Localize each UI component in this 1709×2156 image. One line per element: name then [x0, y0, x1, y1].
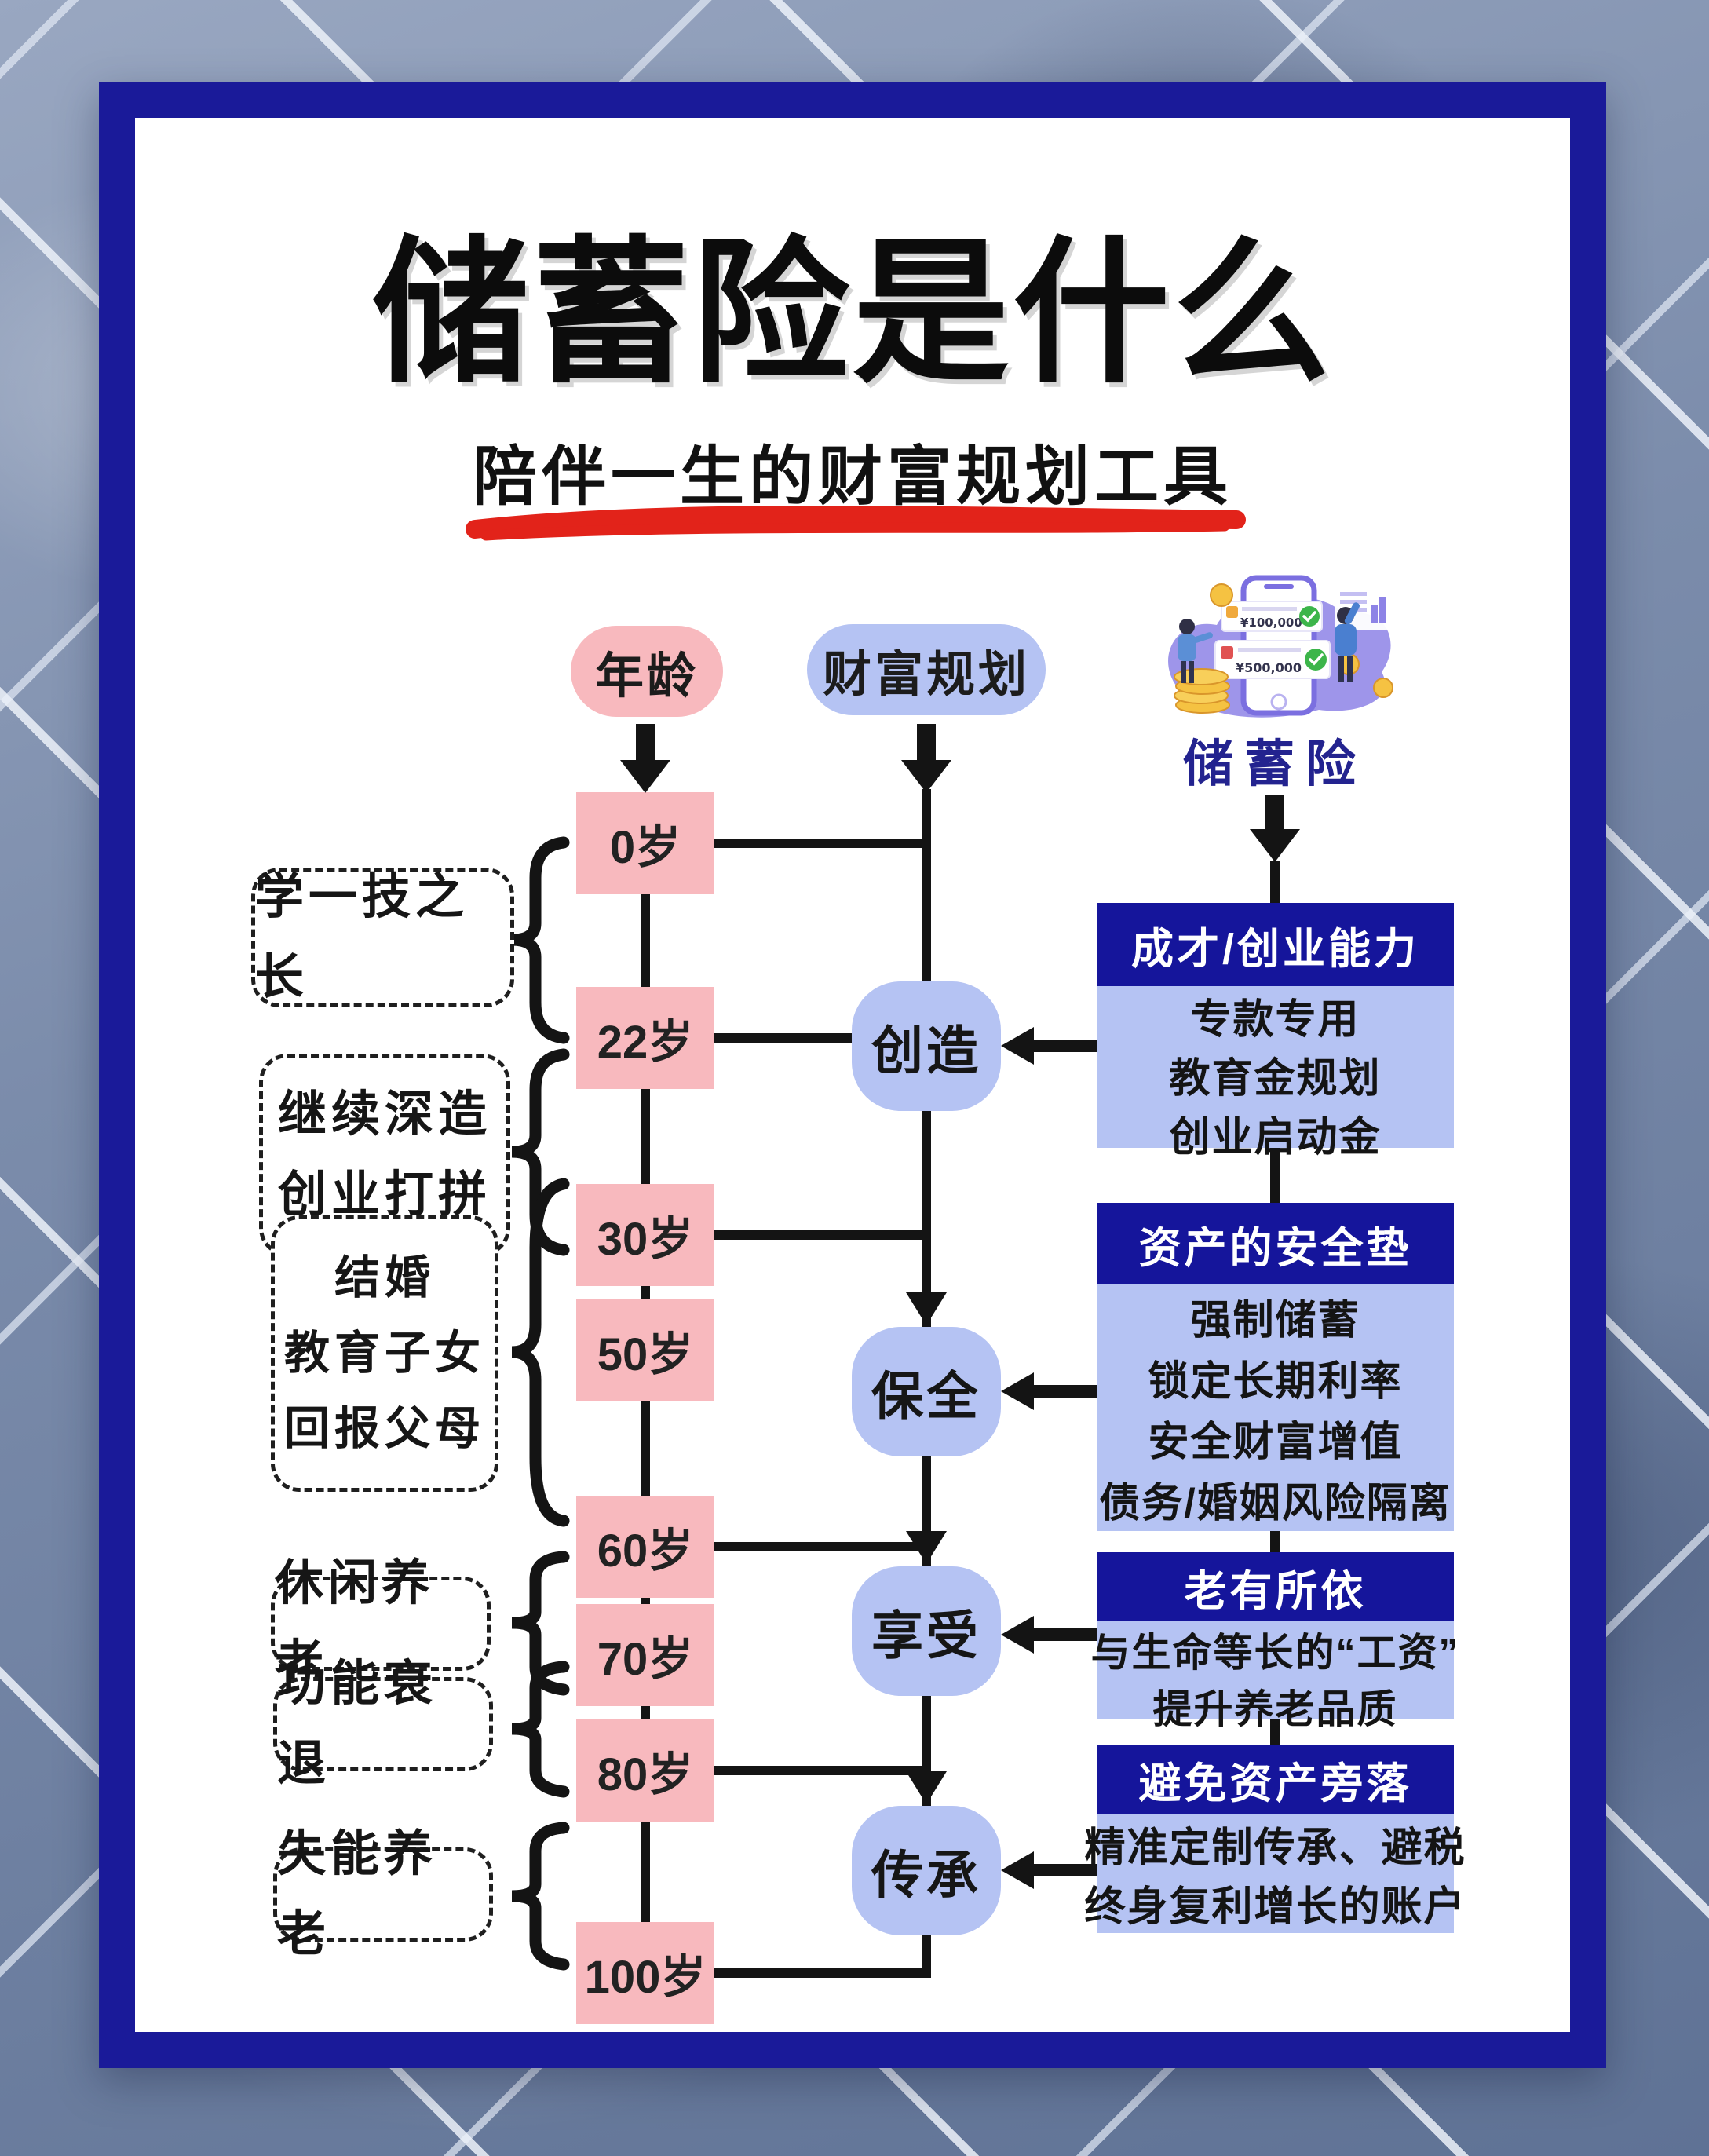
phase-label: 创造 [871, 1021, 981, 1080]
benefit-line: 终身复利增长的账户 [1084, 1884, 1466, 1931]
connector-0 [713, 839, 923, 848]
age-box-label: 30岁 [597, 1214, 694, 1265]
stage-label-decline: 功能衰退 [273, 1657, 493, 1791]
coin [1373, 678, 1393, 698]
product-to-box-line [1270, 861, 1280, 904]
age-box-label: 22岁 [597, 1017, 694, 1068]
stage-label-family: 结婚 教育子女 回报父母 [271, 1215, 498, 1492]
benefit-body: 与生命等长的“工资” 提升养老品质 [1091, 1621, 1459, 1731]
connector-60 [713, 1542, 923, 1551]
wealth-arrow-icon [901, 724, 951, 793]
age-box-label: 70岁 [597, 1634, 694, 1685]
benefit-box-inheritance: 避免资产旁落 精准定制传承、避税 终身复利增长的账户 [1085, 1745, 1465, 1933]
benefit-arrow-2 [1001, 1372, 1097, 1410]
brace-icon [511, 1661, 570, 1798]
benefit-connector-1 [1270, 1148, 1280, 1204]
brace-icon [511, 1822, 570, 1971]
benefit-body: 专款专用 教育金规划 创业启动金 [1097, 986, 1454, 1160]
page-subtitle: 陪伴一生的财富规划工具 [472, 441, 1232, 513]
benefit-line: 强制储蓄 [1190, 1297, 1360, 1343]
benefit-arrow-1 [1001, 1027, 1097, 1065]
flow-arrowhead-2 [906, 1531, 947, 1564]
coins-stack [1174, 668, 1230, 714]
stage-label-line: 学一技之长 [255, 869, 469, 1004]
flow-arrowhead-3 [906, 1771, 947, 1804]
stage-label-skill: 学一技之长 [251, 868, 514, 1007]
benefit-line: 创业启动金 [1169, 1115, 1382, 1160]
stage-label-line: 失能养老 [277, 1826, 438, 1961]
benefit-box-safety: 资产的安全垫 强制储蓄 锁定长期利率 安全财富增值 债务/婚姻风险隔离 [1097, 1203, 1454, 1531]
benefit-title: 老有所依 [1097, 1552, 1454, 1621]
age-box-label: 80岁 [597, 1749, 694, 1800]
benefit-arrow-4 [1001, 1851, 1097, 1889]
stage-label-line: 回报父母 [283, 1402, 485, 1454]
connector-22 [713, 1033, 854, 1043]
age-arrow-icon [620, 724, 670, 793]
age-box-60: 60岁 [576, 1496, 714, 1598]
connector-80 [713, 1766, 923, 1775]
product-label: 储蓄险 [1183, 736, 1367, 792]
benefit-body: 强制储蓄 锁定长期利率 安全财富增值 债务/婚姻风险隔离 [1097, 1284, 1454, 1531]
age-box-50: 50岁 [576, 1299, 714, 1401]
wealth-plan-pill: 财富规划 [807, 624, 1046, 715]
benefit-title: 成才/创业能力 [1097, 903, 1454, 986]
age-box-0: 0岁 [576, 792, 714, 894]
benefit-line: 提升养老品质 [1152, 1687, 1398, 1731]
phase-bubble-inherit: 传承 [852, 1806, 1001, 1935]
svg-text:¥500,000: ¥500,000 [1236, 660, 1302, 675]
phase-bubble-enjoy: 享受 [852, 1566, 1001, 1696]
phase-label: 保全 [871, 1366, 981, 1425]
flow-arrowhead-1 [906, 1292, 947, 1325]
age-box-100: 100岁 [576, 1922, 714, 2024]
benefit-line: 专款专用 [1190, 997, 1360, 1043]
stage-label-line: 继续深造 [277, 1087, 491, 1142]
benefit-connector-3 [1270, 1718, 1280, 1745]
age-box-label: 0岁 [609, 822, 681, 873]
connector-30 [713, 1230, 923, 1240]
phase-bubble-preserve: 保全 [852, 1327, 1001, 1456]
stage-label-line: 功能衰退 [277, 1656, 438, 1791]
stage-label-disability: 失能养老 [273, 1827, 493, 1961]
benefit-box-pension: 老有所依 与生命等长的“工资” 提升养老品质 [1091, 1552, 1459, 1731]
svg-text:¥100,000: ¥100,000 [1240, 616, 1302, 630]
connector-100 [713, 1968, 923, 1978]
person-right [1335, 602, 1360, 682]
benefit-line: 与生命等长的“工资” [1090, 1631, 1460, 1675]
brace-icon [511, 1178, 570, 1527]
benefit-connector-2 [1270, 1529, 1280, 1552]
savings-insurance-illustration: ¥100,000 ¥500,000 [1168, 575, 1393, 718]
benefit-line: 精准定制传承、避税 [1084, 1825, 1466, 1871]
benefit-line: 教育金规划 [1169, 1056, 1382, 1102]
stage-label-line: 教育子女 [283, 1328, 485, 1379]
product-arrow-icon [1250, 795, 1300, 862]
stage-label-line: 创业打拼 [277, 1168, 491, 1222]
wealth-plan-label: 财富规划 [822, 648, 1030, 702]
phase-bubble-create: 创造 [852, 981, 1001, 1111]
age-pill: 年龄 [571, 626, 723, 717]
age-box-label: 100岁 [584, 1952, 707, 2003]
age-box-30: 30岁 [576, 1184, 714, 1286]
benefit-arrow-3 [1001, 1616, 1097, 1654]
red-brush-underline [466, 505, 1246, 541]
person-left [1178, 619, 1213, 683]
age-box-22: 22岁 [576, 987, 714, 1089]
coin [1210, 583, 1233, 607]
age-box-label: 60岁 [597, 1526, 694, 1577]
benefit-body: 精准定制传承、避税 终身复利增长的账户 [1085, 1814, 1465, 1933]
benefit-title: 资产的安全垫 [1097, 1203, 1454, 1284]
benefit-line: 债务/婚姻风险隔离 [1099, 1481, 1452, 1527]
benefit-title: 避免资产旁落 [1097, 1745, 1454, 1814]
phase-label: 享受 [871, 1606, 981, 1665]
phase-label: 传承 [871, 1845, 981, 1904]
age-box-70: 70岁 [576, 1604, 714, 1706]
age-box-80: 80岁 [576, 1719, 714, 1822]
benefit-line: 锁定长期利率 [1148, 1358, 1403, 1405]
age-box-label: 50岁 [597, 1329, 694, 1380]
age-pill-label: 年龄 [594, 649, 699, 703]
stage-label-line: 结婚 [334, 1252, 435, 1304]
benefit-line: 安全财富增值 [1148, 1420, 1403, 1466]
page-title: 储蓄险是什么 [371, 226, 1333, 401]
benefit-box-career: 成才/创业能力 专款专用 教育金规划 创业启动金 [1097, 903, 1454, 1160]
